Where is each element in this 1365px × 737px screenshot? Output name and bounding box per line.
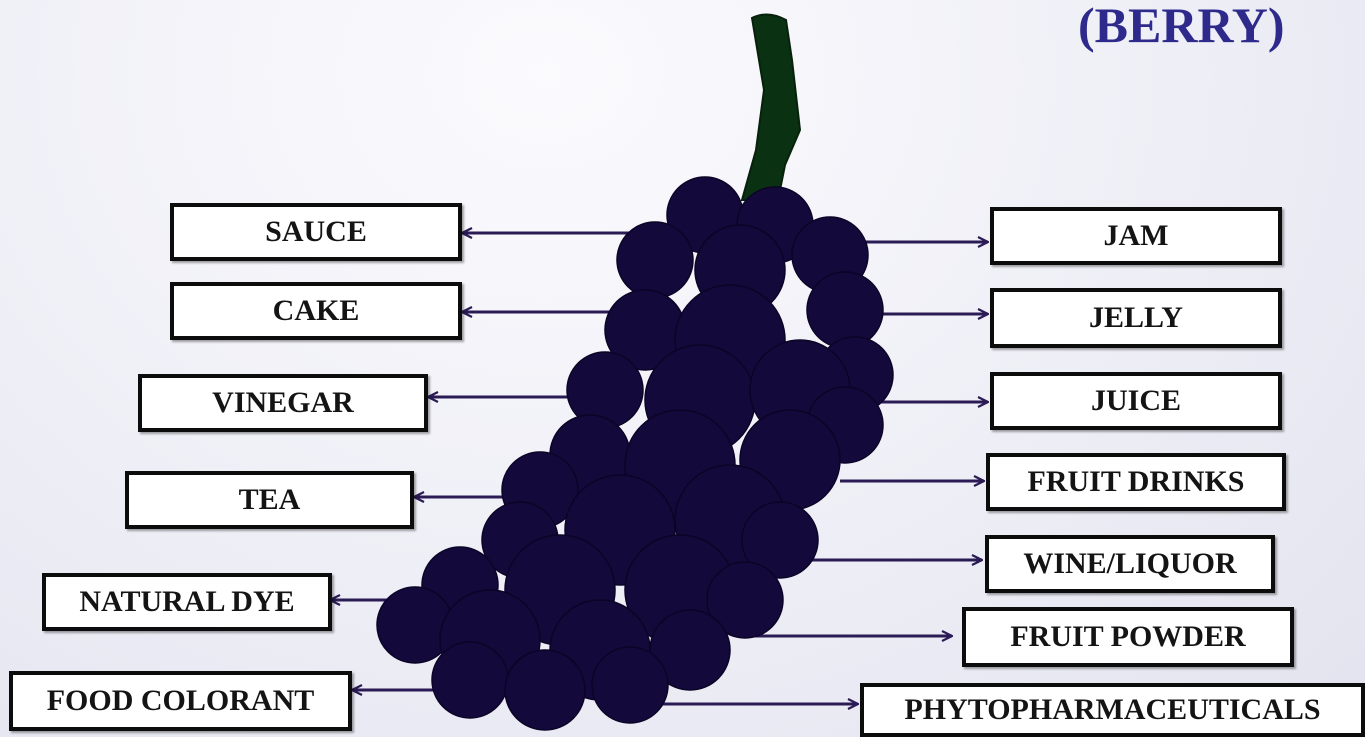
product-box-food-colorant: FOOD COLORANT	[9, 671, 352, 731]
product-box-cake: CAKE	[170, 282, 462, 340]
berry-stem	[740, 13, 802, 201]
product-box-juice: JUICE	[990, 372, 1282, 430]
product-box-sauce: SAUCE	[170, 203, 462, 261]
product-box-jam: JAM	[990, 207, 1282, 265]
product-box-jelly: JELLY	[990, 288, 1282, 348]
product-box-vinegar: VINEGAR	[138, 374, 428, 432]
product-box-tea: TEA	[125, 471, 414, 529]
product-box-natural-dye: NATURAL DYE	[42, 573, 332, 631]
product-box-phytopharmaceuticals: PHYTOPHARMACEUTICALS	[860, 683, 1365, 737]
product-box-wine-liquor: WINE/LIQUOR	[985, 535, 1275, 593]
product-box-fruit-powder: FRUIT POWDER	[962, 607, 1294, 667]
diagram-title: (BERRY)	[1078, 0, 1285, 53]
product-box-fruit-drinks: FRUIT DRINKS	[986, 453, 1286, 511]
berry-cluster	[376, 176, 894, 731]
